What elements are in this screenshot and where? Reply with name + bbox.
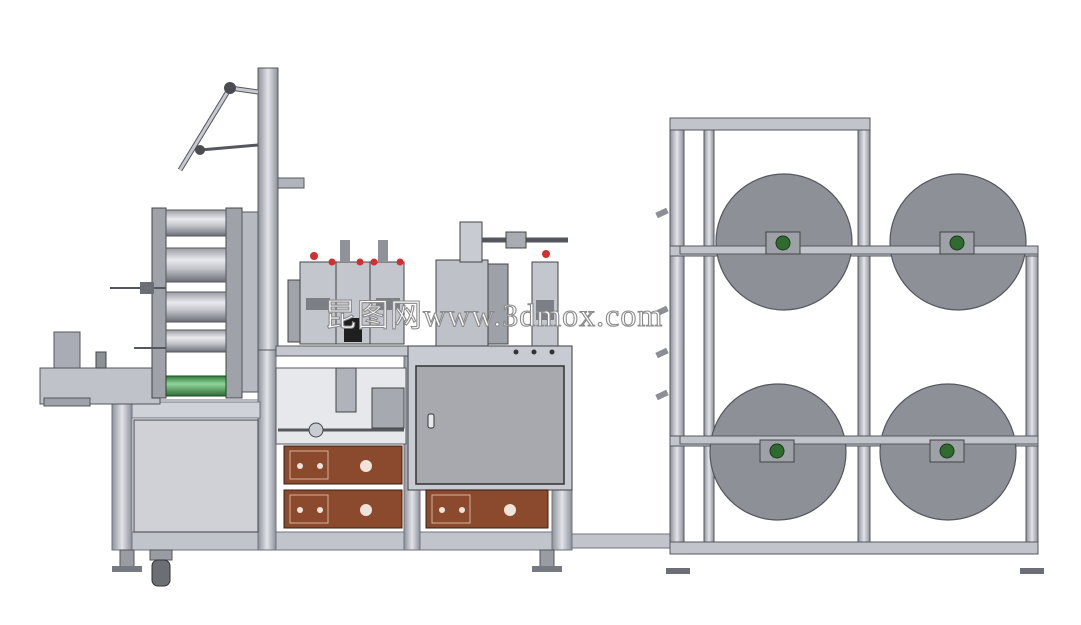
watermark-text: 昆图网www.3dmox.com bbox=[324, 297, 663, 333]
lower-cabinet-panel bbox=[133, 419, 259, 533]
red-knobs bbox=[310, 250, 550, 266]
connecting-rail bbox=[571, 533, 673, 549]
rack-crossbars bbox=[679, 231, 1039, 463]
roller-stack bbox=[110, 207, 259, 399]
main-machine bbox=[39, 67, 573, 587]
casters bbox=[112, 549, 562, 587]
green-roller bbox=[165, 375, 227, 397]
pneumatic-area bbox=[275, 367, 407, 445]
drawers bbox=[283, 445, 549, 529]
vertical-mast bbox=[177, 67, 305, 351]
infeed-conveyor bbox=[39, 331, 161, 407]
drawer-upper-left bbox=[283, 445, 403, 485]
control-cabinet bbox=[407, 345, 573, 491]
sealing-stations bbox=[275, 221, 573, 357]
drawer-lower-right bbox=[425, 489, 549, 529]
drawer-lower-left bbox=[283, 489, 403, 529]
